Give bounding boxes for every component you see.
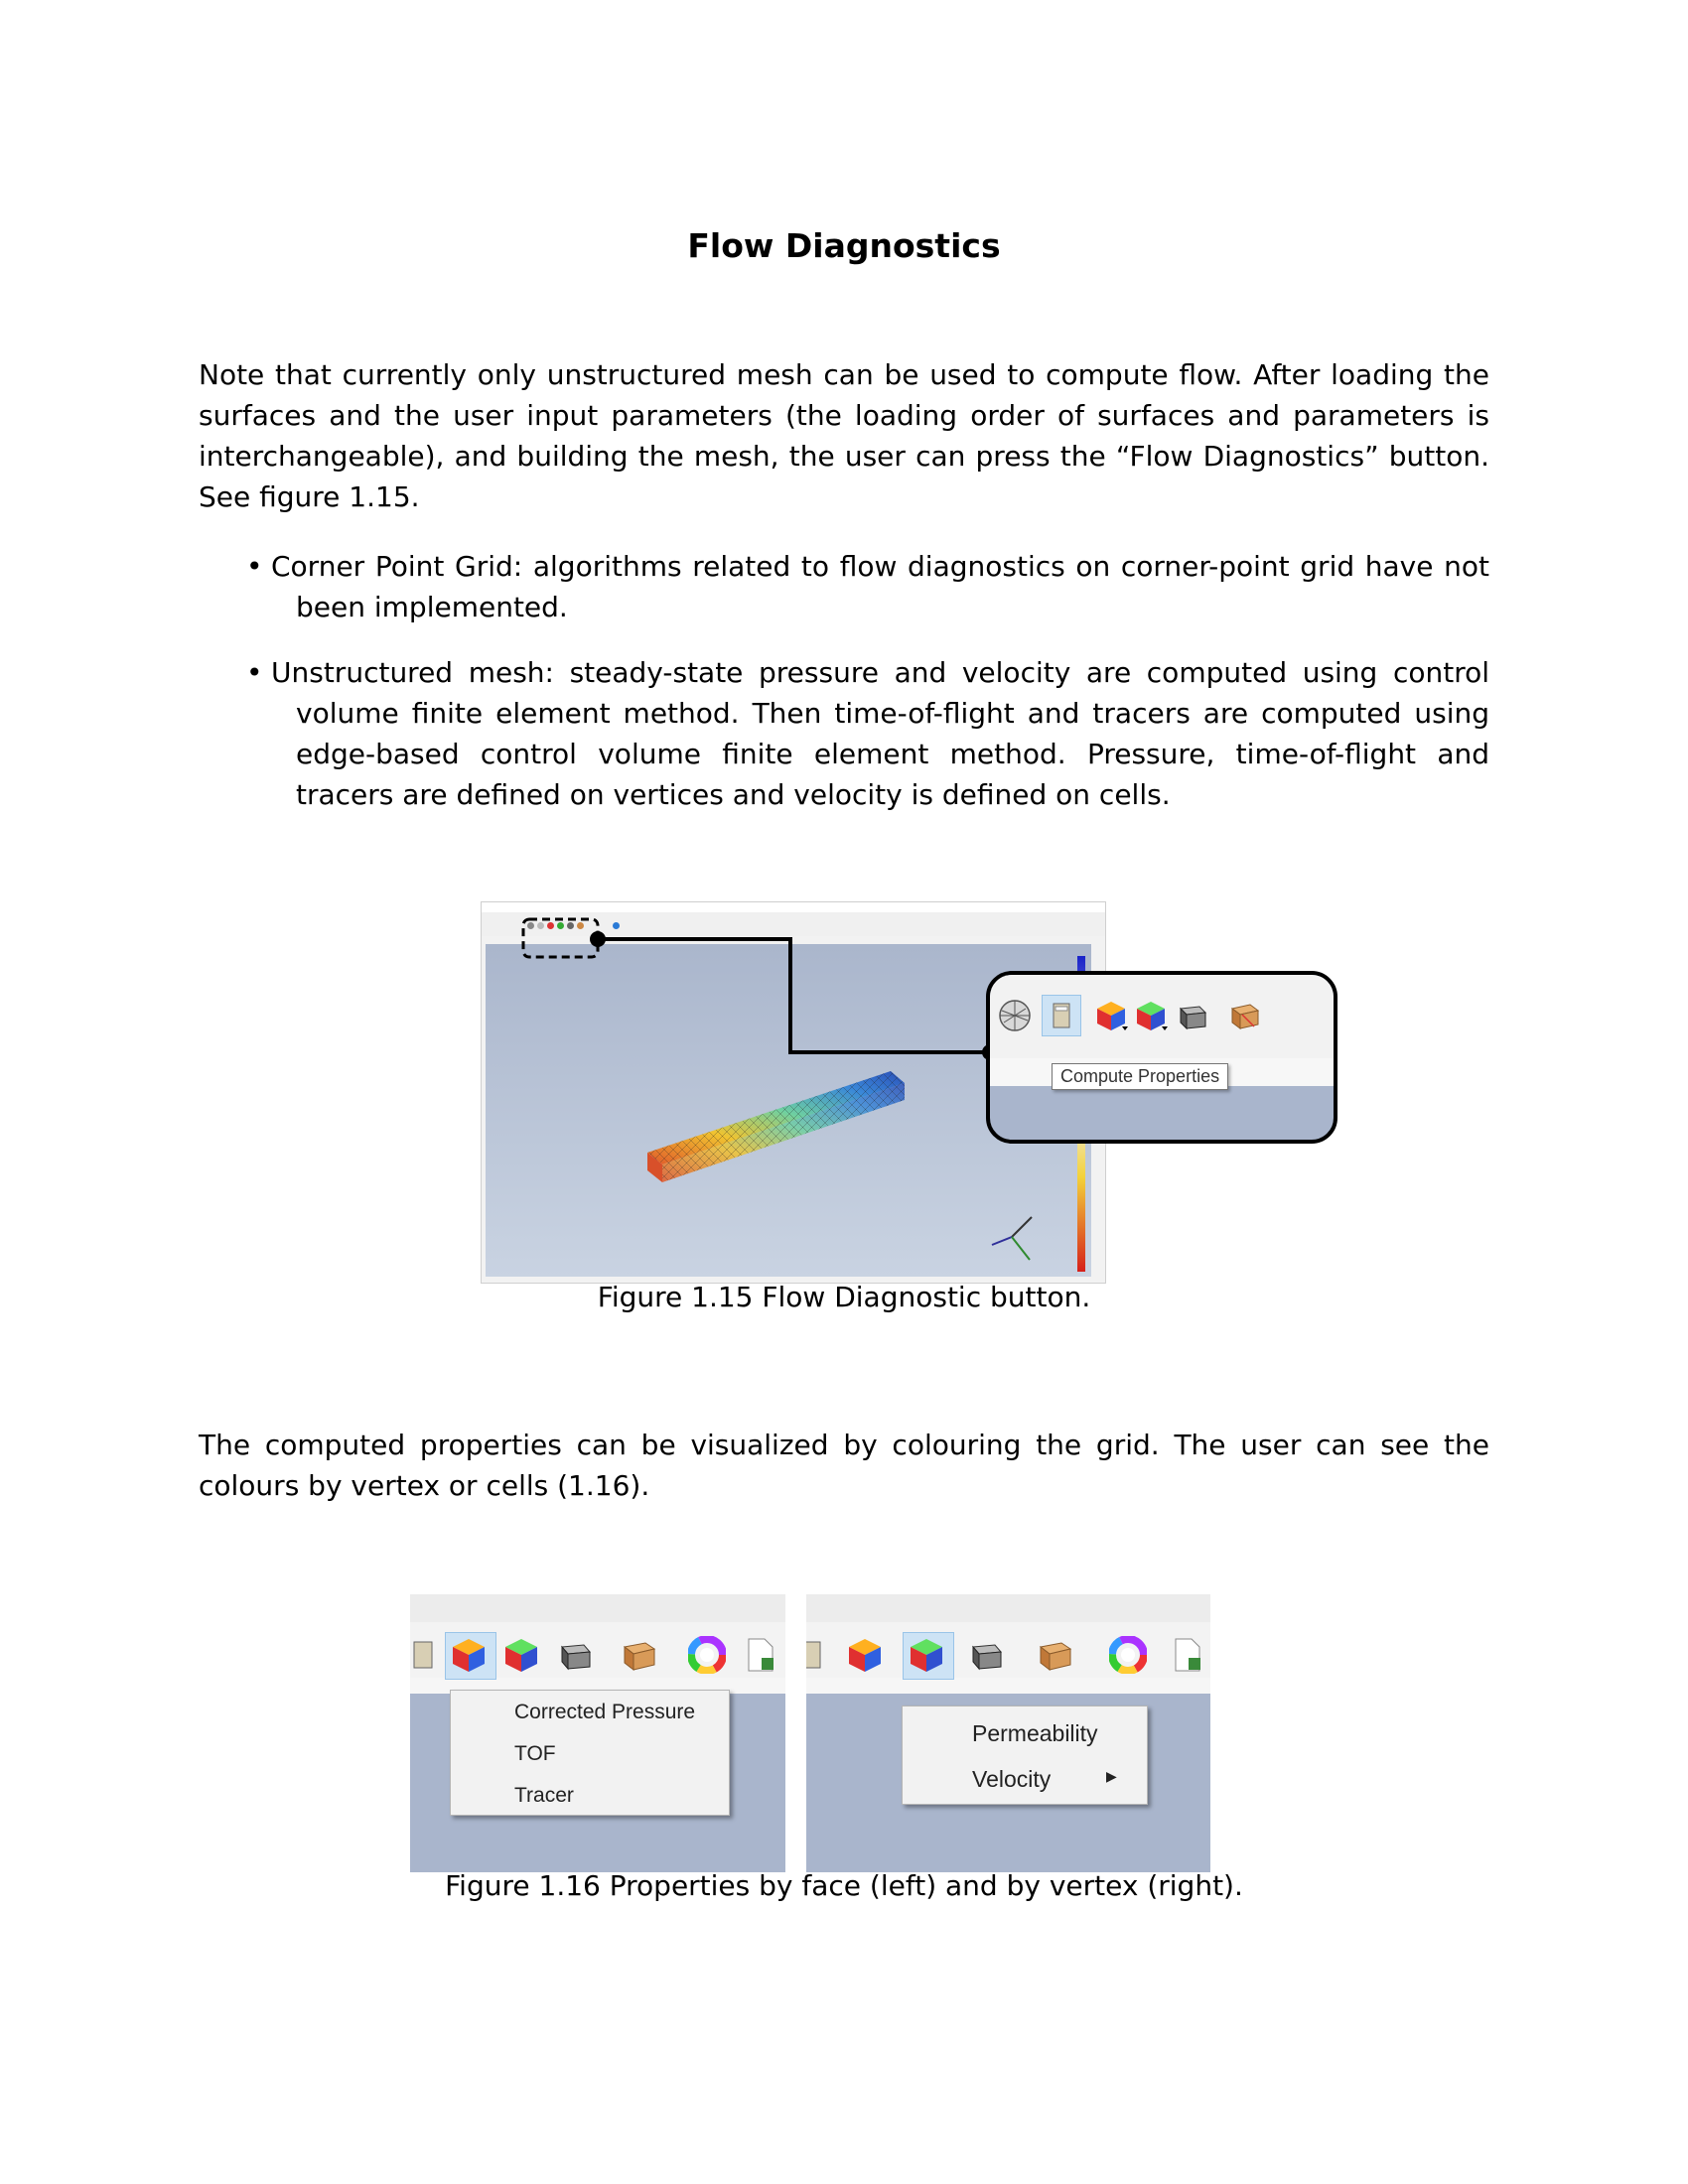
intro-paragraph: Note that currently only unstructured me…: [199, 358, 1489, 513]
compute-properties-icon[interactable]: [410, 1636, 442, 1674]
bullet-unstructured: •Unstructured mesh: steady-state pressur…: [246, 652, 1489, 815]
export-file-icon[interactable]: [1169, 1636, 1206, 1674]
left-property-menu: Corrected Pressure TOF Tracer: [450, 1690, 730, 1816]
mesh-cube-icon[interactable]: [1176, 999, 1209, 1032]
page-title: Flow Diagnostics: [687, 226, 1001, 265]
compute-properties-tooltip: Compute Properties: [1052, 1063, 1229, 1090]
figure-116-right-panel: Permeability Velocity ▶: [806, 1594, 1210, 1872]
axes-icon: [991, 1216, 1033, 1261]
color-wheel-icon[interactable]: [688, 1636, 726, 1674]
sphere-mesh-icon[interactable]: [998, 999, 1032, 1032]
color-by-face-icon[interactable]: [450, 1636, 488, 1674]
color-by-vertex-icon[interactable]: [502, 1636, 540, 1674]
bullet-icon: •: [246, 550, 263, 583]
mesh-bar: [647, 1071, 905, 1182]
toolbar-zoom-callout: Compute Properties: [986, 971, 1337, 1144]
color-wheel-icon[interactable]: [1109, 1636, 1147, 1674]
export-file-icon[interactable]: [742, 1636, 779, 1674]
color-by-face-icon[interactable]: [846, 1636, 884, 1674]
mesh-cube-icon[interactable]: [557, 1636, 595, 1674]
compute-properties-icon[interactable]: [1045, 999, 1078, 1032]
box-icon[interactable]: [1228, 999, 1262, 1032]
box-icon[interactable]: [1037, 1636, 1074, 1674]
submenu-arrow-icon: ▶: [1106, 1768, 1117, 1784]
menu-item-velocity[interactable]: Velocity: [972, 1766, 1052, 1792]
menu-item-corrected-pressure[interactable]: Corrected Pressure: [514, 1701, 696, 1723]
second-paragraph: The computed properties can be visualize…: [199, 1429, 1489, 1502]
menu-item-permeability[interactable]: Permeability: [972, 1720, 1098, 1746]
menu-item-tracer[interactable]: Tracer: [514, 1784, 574, 1807]
bullet-corner-point: •Corner Point Grid: algorithms related t…: [246, 546, 1489, 627]
bullet-text: Unstructured mesh: steady-state pressure…: [271, 656, 1489, 811]
bullet-text: Corner Point Grid: algorithms related to…: [271, 550, 1489, 623]
window-toolbar: [482, 912, 1105, 936]
compute-properties-icon[interactable]: [806, 1636, 830, 1674]
window-titlebar: [482, 902, 1105, 912]
figure-116-left-panel: Corrected Pressure TOF Tracer: [410, 1594, 785, 1872]
menu-item-tof[interactable]: TOF: [514, 1742, 556, 1765]
color-by-vertex-icon[interactable]: [1134, 999, 1168, 1032]
figure-116-caption: Figure 1.16 Properties by face (left) an…: [445, 1869, 1243, 1902]
color-by-face-icon[interactable]: [1094, 999, 1128, 1032]
figure-115-caption: Figure 1.15 Flow Diagnostic button.: [597, 1281, 1091, 1313]
mesh-cube-icon[interactable]: [968, 1636, 1006, 1674]
color-by-vertex-icon[interactable]: [908, 1636, 945, 1674]
box-icon[interactable]: [621, 1636, 658, 1674]
right-property-menu: Permeability Velocity ▶: [902, 1706, 1148, 1805]
bullet-icon: •: [246, 656, 263, 689]
